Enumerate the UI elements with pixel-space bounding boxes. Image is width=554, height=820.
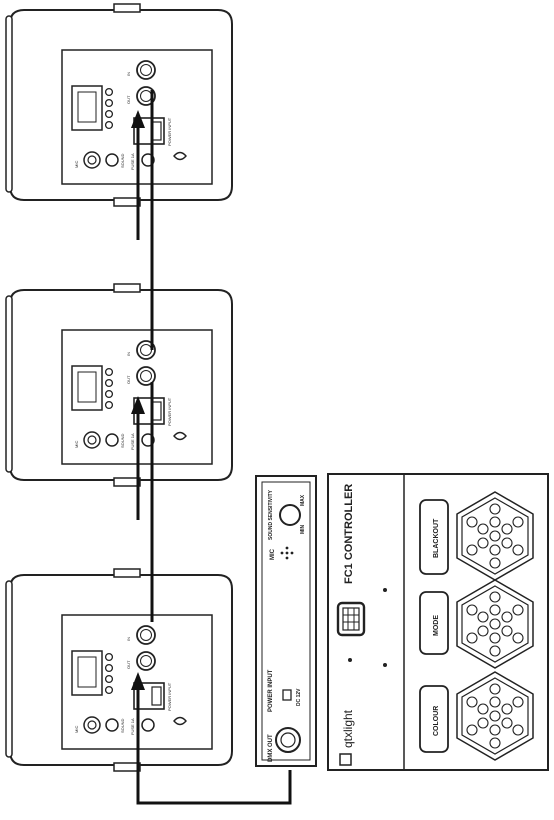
blackout-button[interactable]: BLACKOUT (419, 499, 449, 575)
box-dc-label: DC 12V (296, 688, 302, 706)
fixture-bottom (5, 568, 233, 772)
fixture-middle (5, 283, 233, 487)
screw-dot (383, 588, 387, 592)
mode-button[interactable]: MODE (419, 591, 449, 655)
box-dmx-out-label: DMX OUT (268, 734, 274, 762)
connector-box: DMX OUT POWER INPUT DC 12V MIC SOUND SEN… (255, 475, 317, 767)
dmx-cable (136, 90, 292, 805)
box-min-label: MIN (300, 524, 306, 534)
dmx-arrow-top (131, 110, 145, 128)
fixture-top (5, 3, 233, 207)
colour-button[interactable]: COLOUR (419, 685, 449, 753)
led-hex-colour (456, 671, 534, 761)
indicator-dot (348, 658, 352, 662)
blackout-button-label: BLACKOUT (433, 518, 440, 558)
box-sound-label: SOUND SENSITIVITY (268, 489, 274, 540)
box-dc-socket (282, 689, 292, 701)
led-hex-blackout (456, 491, 534, 581)
led-hex-mode (456, 579, 534, 669)
controller-title: FC1 CONTROLLER (343, 484, 355, 584)
dmx-arrow-middle (131, 396, 145, 414)
fc1-controller: FC1 CONTROLLER qtxlight BLACKOUT MODE (327, 473, 549, 771)
box-power-input-label: POWER INPUT (268, 669, 274, 712)
box-sound-knob (279, 504, 301, 526)
box-mic-label: MIC (270, 548, 276, 560)
brand-name: qtxlight (341, 709, 355, 748)
mode-button-label: MODE (433, 615, 440, 636)
ir-receiver-icon (336, 601, 366, 637)
brand-logo-icon (339, 753, 352, 766)
dmx-arrow-bottom (131, 672, 145, 690)
colour-button-label: COLOUR (433, 706, 440, 736)
box-max-label: MAX (300, 494, 306, 506)
screw-dot (383, 663, 387, 667)
box-mic-icon (280, 546, 294, 560)
